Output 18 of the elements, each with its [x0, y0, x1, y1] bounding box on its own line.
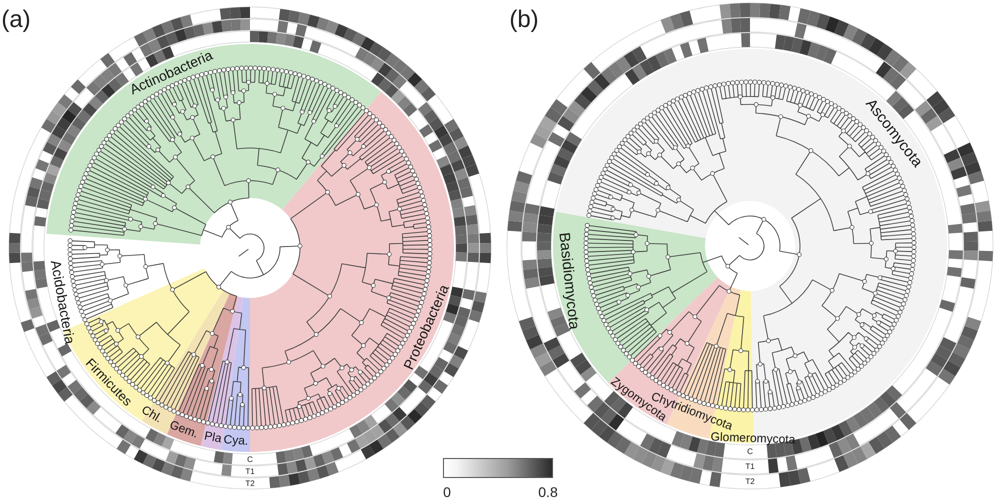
ring-label: T1: [745, 463, 755, 471]
clade-label: Gem.: [168, 418, 200, 440]
ring-label: T2: [745, 478, 755, 486]
gradient-scale-bar: [443, 458, 553, 478]
ring-label: T1: [245, 468, 255, 476]
ring-label: T2: [245, 480, 255, 488]
scale-tick-label: 0.8: [538, 485, 558, 499]
ring-label: C: [247, 456, 253, 464]
clade-label: Basidiomycota: [556, 232, 582, 330]
clade-label: Pla: [204, 430, 223, 445]
clade-label: Acidobacteria: [48, 258, 77, 345]
clade-label: Cya.: [223, 434, 249, 448]
scale-tick-label: 0: [443, 485, 451, 499]
ring-label: C: [747, 448, 753, 456]
panel-label: (a): [1, 8, 31, 32]
clade-label: Glomeromycota: [710, 430, 796, 446]
clade-label: Chl.: [140, 404, 164, 425]
panel-label: (b): [509, 8, 539, 32]
